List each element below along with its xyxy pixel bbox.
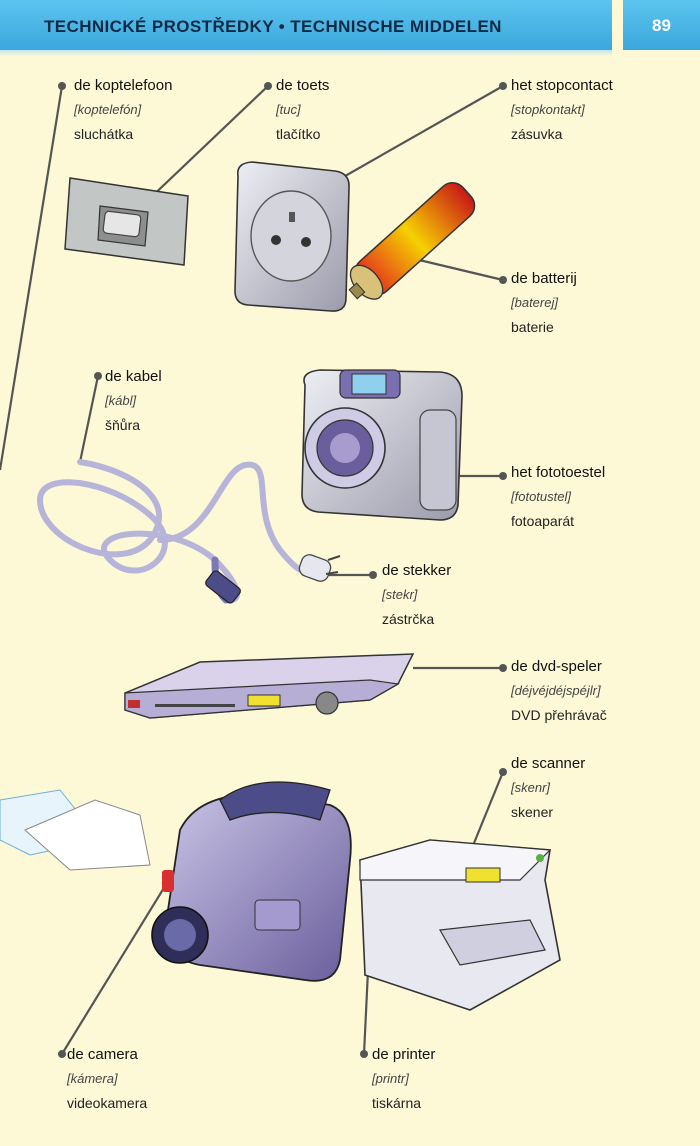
entry-word: de koptelefoon	[74, 77, 173, 94]
header-shadow	[0, 50, 612, 56]
entry-kabel: de kabel [kábl] šňůra	[105, 365, 162, 437]
entry-translation: zásuvka	[511, 126, 563, 142]
entry-batterij: de batterij [baterej] baterie	[511, 267, 577, 339]
entry-stekker: de stekker [stekr] zástrčka	[382, 559, 451, 631]
page-header: TECHNICKÉ PROSTŘEDKY • TECHNISCHE MIDDEL…	[0, 0, 612, 50]
entry-pronunciation: [tuc]	[276, 102, 301, 117]
leader-dots	[58, 82, 507, 1058]
entry-translation: baterie	[511, 319, 554, 335]
entry-printer: de printer [printr] tiskárna	[372, 1043, 435, 1115]
entry-pronunciation: [stekr]	[382, 587, 418, 602]
entry-translation: tlačítko	[276, 126, 321, 142]
entry-camera: de camera [kámera] videokamera	[67, 1043, 147, 1115]
entry-pronunciation: [baterej]	[511, 295, 558, 310]
socket-illustration	[234, 161, 350, 312]
dvd-player-illustration	[124, 653, 415, 719]
entry-word: de toets	[276, 77, 330, 94]
entry-toets: de toets [tuc] tlačítko	[276, 74, 329, 146]
entry-translation: skener	[511, 804, 554, 820]
entry-word: de scanner	[511, 755, 586, 772]
page-number-box: 89	[623, 0, 700, 50]
battery-illustration	[348, 182, 476, 300]
entry-fototoestel: het fototoestel [fototustel] fotoaparát	[511, 461, 605, 533]
entry-word: de stekker	[382, 562, 452, 579]
entry-word: de kabel	[105, 368, 162, 385]
entry-pronunciation: [printr]	[372, 1071, 409, 1086]
entry-translation: DVD přehrávač	[511, 707, 607, 723]
cable-connector	[205, 570, 241, 604]
entry-word: het stopcontact	[511, 77, 613, 94]
page-title: TECHNICKÉ PROSTŘEDKY • TECHNISCHE MIDDEL…	[44, 17, 502, 36]
entry-translation: fotoaparát	[511, 513, 575, 529]
printer-illustration	[359, 839, 561, 1011]
entry-word: de camera	[67, 1046, 138, 1063]
entry-pronunciation: [kábl]	[105, 393, 137, 408]
entry-pronunciation: [stopkontakt]	[511, 102, 585, 117]
entry-word: de batterij	[511, 270, 577, 287]
entry-translation: videokamera	[67, 1095, 148, 1111]
photo-camera-illustration	[301, 369, 463, 521]
paper-sheets-illustration	[0, 789, 151, 871]
entry-translation: šňůra	[105, 417, 141, 433]
video-camera-illustration	[151, 781, 352, 982]
entry-translation: sluchátka	[74, 126, 134, 142]
entry-pronunciation: [déjvéjdéjspéjlr]	[511, 683, 601, 698]
entry-pronunciation: [kámera]	[67, 1071, 118, 1086]
page-number: 89	[652, 16, 671, 35]
entry-stopcontact: het stopcontact [stopkontakt] zásuvka	[511, 74, 613, 146]
entry-pronunciation: [skenr]	[511, 780, 551, 795]
entry-word: de printer	[372, 1046, 436, 1063]
entry-translation: tiskárna	[372, 1095, 422, 1111]
entry-koptelefoon: de koptelefoon [koptelefón] sluchátka	[74, 74, 172, 146]
entry-dvd-speler: de dvd-speler [déjvéjdéjspéjlr] DVD přeh…	[511, 655, 607, 727]
entry-word: de dvd-speler	[511, 658, 602, 675]
entry-translation: zástrčka	[382, 611, 435, 627]
entry-pronunciation: [koptelefón]	[74, 102, 142, 117]
button-plate-illustration	[64, 177, 189, 266]
cable-illustration	[36, 459, 323, 604]
plug-illustration	[298, 554, 341, 582]
entry-pronunciation: [fototustel]	[511, 489, 571, 504]
entry-word: het fototoestel	[511, 464, 606, 481]
entry-scanner: de scanner [skenr] skener	[511, 752, 585, 824]
